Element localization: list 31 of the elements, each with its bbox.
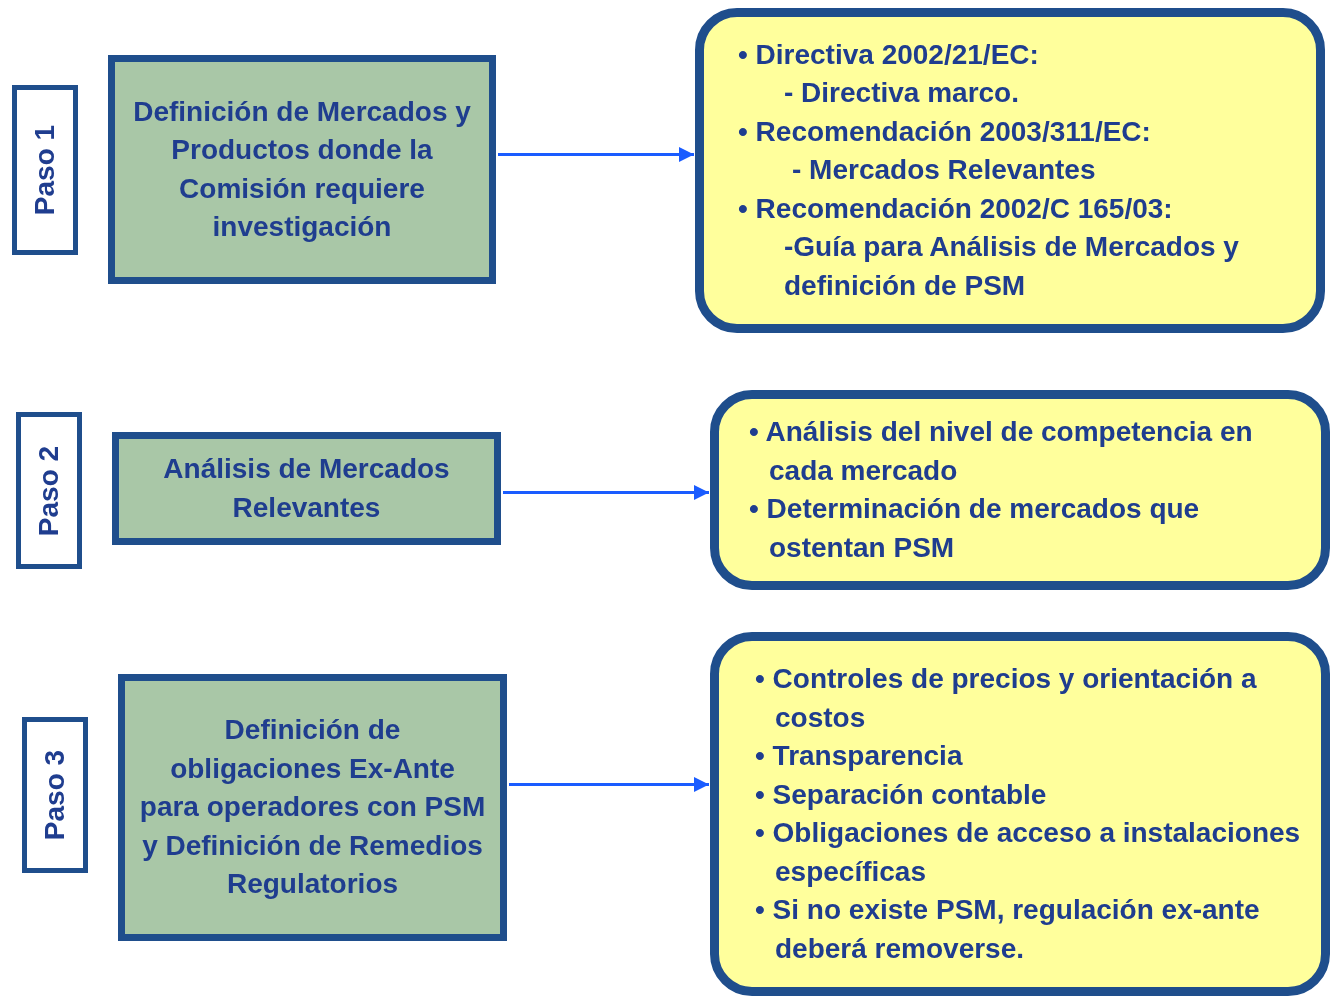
box-text: Análisis de Mercados Relevantes <box>162 452 451 525</box>
list-item: • Obligaciones de acceso a instalaciones específicas <box>755 816 1302 889</box>
list-item: - Mercados Relevantes <box>791 153 1097 188</box>
step-label: Paso 3 <box>39 749 71 841</box>
list-item: • Determinación de mercados que ostentan PSM <box>749 492 1201 565</box>
list-item: • Análisis del nivel de competencia en cada mercado <box>749 415 1254 488</box>
step-label: Paso 2 <box>33 445 65 536</box>
arrow <box>509 777 709 792</box>
list-item: • Recomendación 2002/C 165/03: <box>738 191 1174 226</box>
list-item: • Directiva 2002/21/EC: <box>738 37 1040 72</box>
list-item: • Recomendación 2003/311/EC: <box>738 114 1152 149</box>
arrow <box>503 485 709 500</box>
list-item: -Guía para Análisis de Mercados y definición de PSM <box>783 230 1240 303</box>
box-text: Definición de Mercados y Productos donde la Comisión requiere investigación <box>132 94 472 244</box>
arrow <box>498 147 694 162</box>
list-item: • Si no existe PSM, regulación ex-ante deberá removerse. <box>755 893 1261 966</box>
note-box <box>695 8 1325 333</box>
note-box <box>710 632 1330 996</box>
list-item: • Controles de precios y orientación a costos <box>755 662 1258 735</box>
step-label-box <box>16 412 82 569</box>
process-box <box>118 674 507 941</box>
list-item: • Transparencia <box>755 739 964 773</box>
step-label: Paso 1 <box>29 124 61 216</box>
box-text: Definición de obligaciones Ex-Ante para operadores con PSM y Definición de Remedios Regulatorios <box>139 713 486 902</box>
step-label-box <box>22 717 88 873</box>
process-box <box>108 55 496 284</box>
list-item: • Separación contable <box>755 777 1048 812</box>
list-item: - Directiva marco. <box>783 76 1020 111</box>
step-label-box <box>12 85 78 255</box>
process-box <box>112 432 501 545</box>
note-box <box>710 390 1330 590</box>
